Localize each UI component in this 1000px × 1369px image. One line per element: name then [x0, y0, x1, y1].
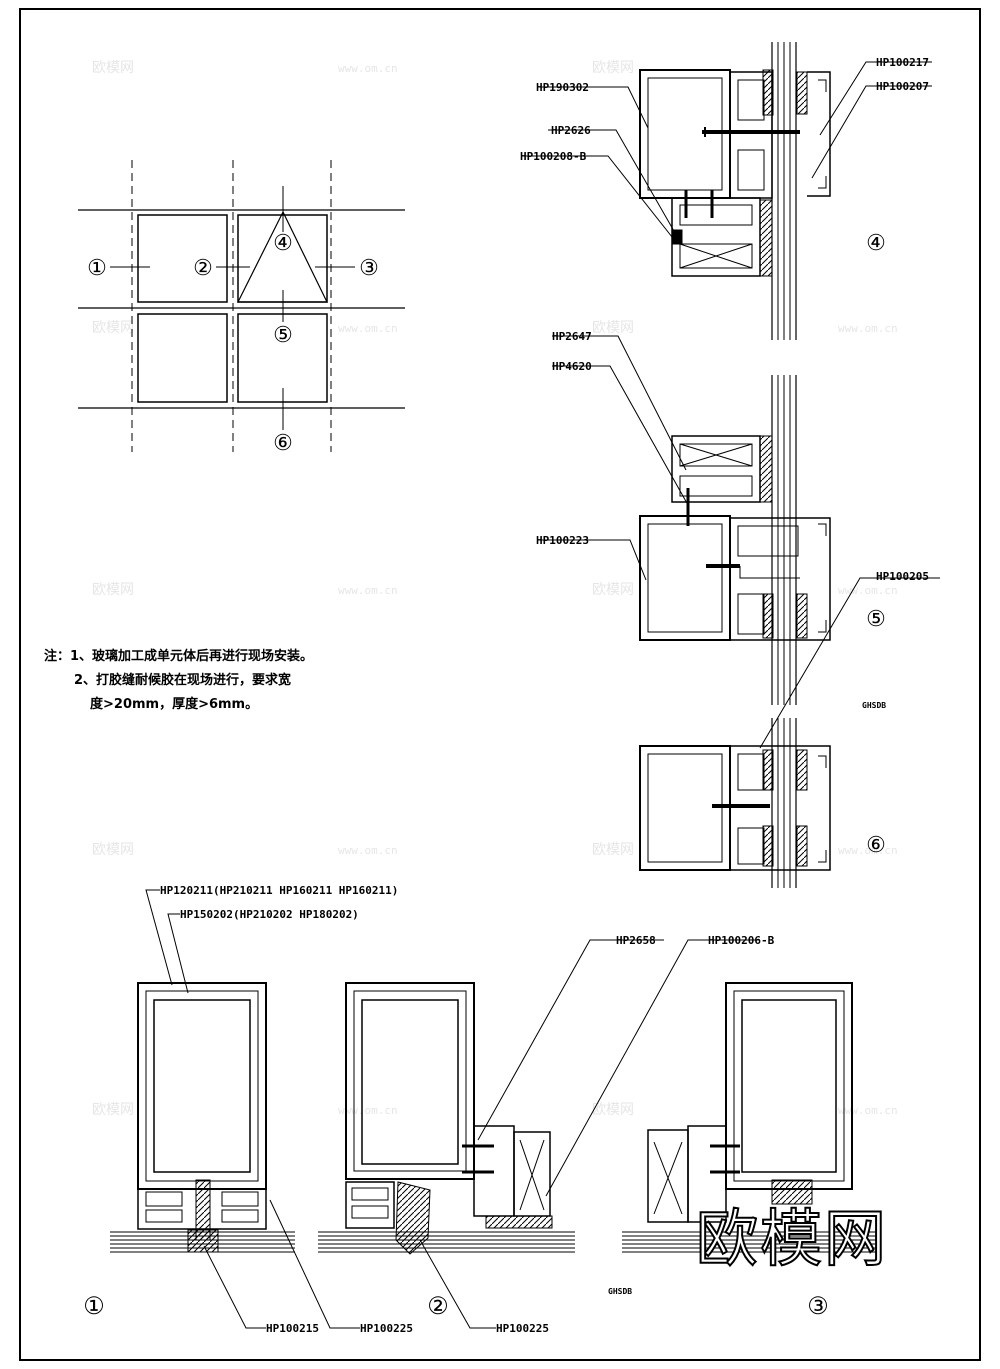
svg-text:欧模网: 欧模网: [592, 320, 634, 336]
elevation-markers: ① ② ③ ④ ⑤ ⑥: [87, 231, 379, 456]
svg-text:HP2658: HP2658: [616, 934, 656, 947]
marker-3: ③: [359, 256, 379, 281]
section-5-leaders: [540, 335, 940, 749]
svg-text:www.om.cn: www.om.cn: [338, 62, 398, 75]
svg-text:HP100215: HP100215: [266, 1322, 319, 1335]
marker-1: ①: [87, 256, 107, 281]
svg-text:www.om.cn: www.om.cn: [338, 1104, 398, 1117]
svg-text:欧模网: 欧模网: [92, 1102, 134, 1118]
marker-4: ④: [273, 231, 293, 256]
svg-text:HP100223: HP100223: [536, 534, 589, 547]
svg-text:HP2626: HP2626: [551, 124, 591, 137]
elevation-grid: [78, 160, 405, 452]
svg-text:HP4620: HP4620: [552, 360, 592, 373]
svg-text:欧模网: 欧模网: [92, 842, 134, 858]
svg-text:欧模网: 欧模网: [592, 1102, 634, 1118]
watermark-layer: 欧模网 www.om.cn 欧模网 欧模网 www.om.cn 欧模网 www.…: [92, 60, 898, 1118]
svg-text:HP100206-B: HP100206-B: [708, 934, 775, 947]
svg-text:欧模网: 欧模网: [92, 320, 134, 336]
svg-text:欧模网: 欧模网: [92, 582, 134, 598]
svg-text:www.om.cn: www.om.cn: [338, 322, 398, 335]
svg-text:HP100207: HP100207: [876, 80, 929, 93]
svg-text:HP100208-B: HP100208-B: [520, 150, 587, 163]
section-5-labels: HP2647 HP4620 HP100223 HP100205: [536, 330, 929, 583]
svg-text:www.om.cn: www.om.cn: [838, 322, 898, 335]
svg-text:www.om.cn: www.om.cn: [838, 584, 898, 597]
floor-slabs: [110, 1231, 880, 1253]
svg-text:欧模网: 欧模网: [592, 842, 634, 858]
bottom-section-2: [345, 982, 553, 1255]
svg-text:www.om.cn: www.om.cn: [838, 1104, 898, 1117]
note-line-2: 2、打胶缝耐候胶在现场进行，要求宽: [74, 673, 292, 688]
brand-watermark: 欧模网: [695, 1201, 889, 1276]
drawing-notes: 注：1、玻璃加工成单元体后再进行现场安装。 2、打胶缝耐候胶在现场进行，要求宽 …: [44, 645, 384, 717]
note-line-3: 度>20mm，厚度>6mm。: [90, 697, 259, 712]
bottom-marker-2: ②: [427, 1292, 449, 1320]
note-line-1: 注：1、玻璃加工成单元体后再进行现场安装。: [44, 649, 314, 664]
svg-text:HP190302: HP190302: [536, 81, 589, 94]
marker-6: ⑥: [273, 431, 293, 456]
svg-text:HP100205: HP100205: [876, 570, 929, 583]
section-4-labels: HP190302 HP2626 HP100208-B HP100217 HP10…: [520, 56, 929, 163]
svg-text:HP120211(HP210211 HP160211 HP1: HP120211(HP210211 HP160211 HP160211): [160, 884, 398, 897]
bottom-markers: ① ② ③: [83, 1292, 829, 1320]
svg-text:HP2647: HP2647: [552, 330, 592, 343]
svg-text:欧模网: 欧模网: [592, 60, 634, 76]
bottom-marker-1: ①: [83, 1292, 105, 1320]
svg-text:欧模网: 欧模网: [92, 60, 134, 76]
section-4-drawing: [639, 42, 831, 340]
svg-text:HP100217: HP100217: [876, 56, 929, 69]
svg-text:GHSDB: GHSDB: [608, 1287, 632, 1296]
section-marker-5: ⑤: [866, 607, 886, 632]
bottom-leaders: [145, 889, 760, 1329]
marker-2: ②: [193, 256, 213, 281]
svg-text:www.om.cn: www.om.cn: [338, 844, 398, 857]
svg-text:www.om.cn: www.om.cn: [338, 584, 398, 597]
marker-5: ⑤: [273, 323, 293, 348]
bottom-section-1: [137, 982, 267, 1253]
bottom-section-3: [647, 982, 853, 1223]
section-marker-4: ④: [866, 231, 886, 256]
section-4-leaders: [522, 61, 932, 246]
svg-text:www.om.cn: www.om.cn: [838, 844, 898, 857]
svg-text:HP100225: HP100225: [360, 1322, 413, 1335]
stamp-label-1: GHSDB: [862, 701, 886, 710]
bottom-labels: HP120211(HP210211 HP160211 HP160211) HP1…: [160, 884, 775, 1335]
section-marker-6: ⑥: [866, 833, 886, 858]
bottom-marker-3: ③: [807, 1292, 829, 1320]
svg-text:HP100225: HP100225: [496, 1322, 549, 1335]
section-5-drawing: [639, 375, 831, 705]
section-6-drawing: [639, 718, 831, 888]
svg-text:欧模网: 欧模网: [592, 582, 634, 598]
drawing-border: [19, 8, 981, 1361]
svg-text:HP150202(HP210202 HP180202): HP150202(HP210202 HP180202): [180, 908, 359, 921]
